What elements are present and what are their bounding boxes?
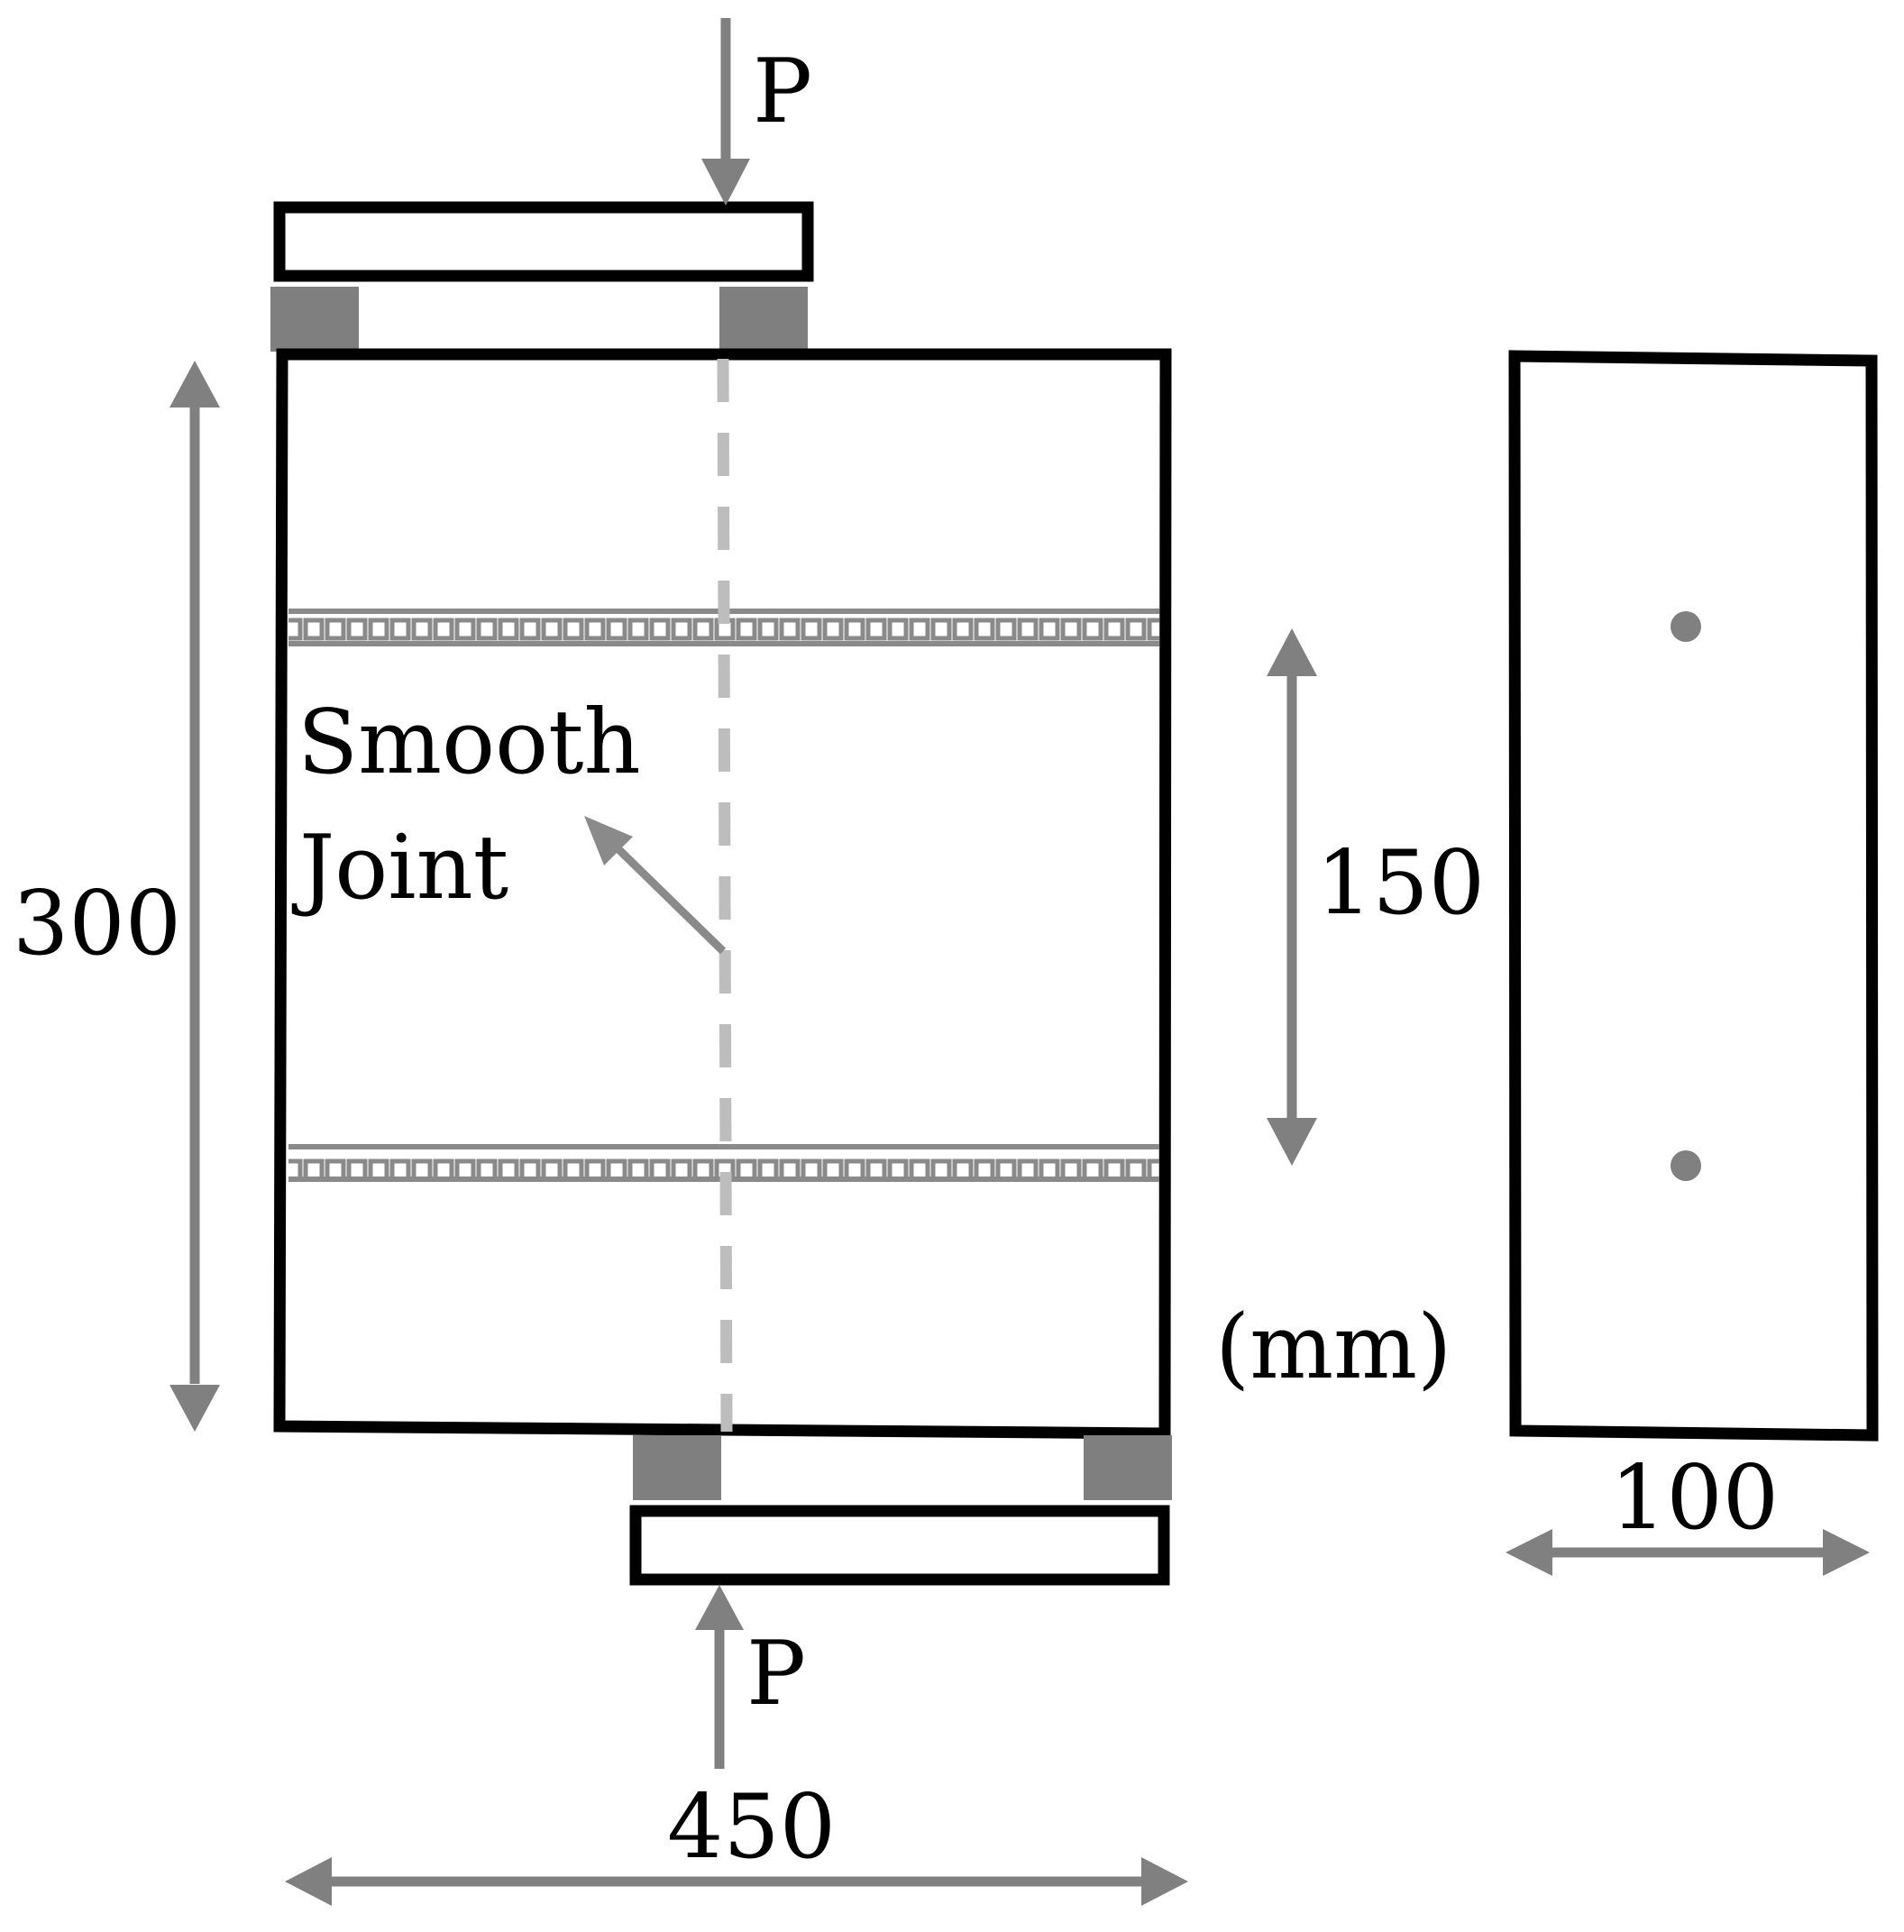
thickness-dimension-label: 100 <box>1610 1447 1779 1550</box>
bottom-load-label: P <box>746 1623 806 1726</box>
lower-rebar-section <box>1671 1150 1701 1181</box>
top-loading-assembly: P <box>270 18 814 352</box>
width-dimension-label: 450 <box>667 1776 836 1879</box>
bottom-loading-assembly: P <box>629 1435 1172 1769</box>
height-dimension: 300 <box>13 361 220 1432</box>
side-view-outline <box>1508 350 1879 1442</box>
bottom-load-arrow <box>695 1585 744 1769</box>
upper-rebar-section <box>1671 611 1701 642</box>
bar-spacing-dimension: 150 <box>1267 628 1485 1166</box>
bottom-right-support-pad <box>1084 1435 1172 1500</box>
smooth-joint-line <box>717 358 733 1433</box>
bottom-loading-plate <box>629 1505 1170 1586</box>
bar-spacing-dimension-label: 150 <box>1316 832 1485 935</box>
specimen-front-view: Smooth Joint <box>273 348 1172 1440</box>
top-load-label: P <box>753 41 812 143</box>
joint-label-line1: Smooth <box>298 691 641 794</box>
top-right-support-pad <box>719 287 808 352</box>
joint-pointer-arrow <box>584 816 727 955</box>
height-dimension-label: 300 <box>13 873 181 975</box>
top-load-arrow <box>701 18 750 206</box>
top-left-support-pad <box>270 287 359 352</box>
units-label: (mm) <box>1215 1296 1451 1399</box>
joint-label-line2: Joint <box>291 817 508 920</box>
bottom-left-support-pad <box>633 1435 721 1500</box>
specimen-side-view <box>1508 350 1879 1442</box>
thickness-dimension: 100 <box>1506 1447 1870 1576</box>
width-dimension: 450 <box>285 1776 1188 1906</box>
upper-reinforcement-bar <box>288 609 1159 646</box>
top-loading-plate <box>273 201 814 282</box>
